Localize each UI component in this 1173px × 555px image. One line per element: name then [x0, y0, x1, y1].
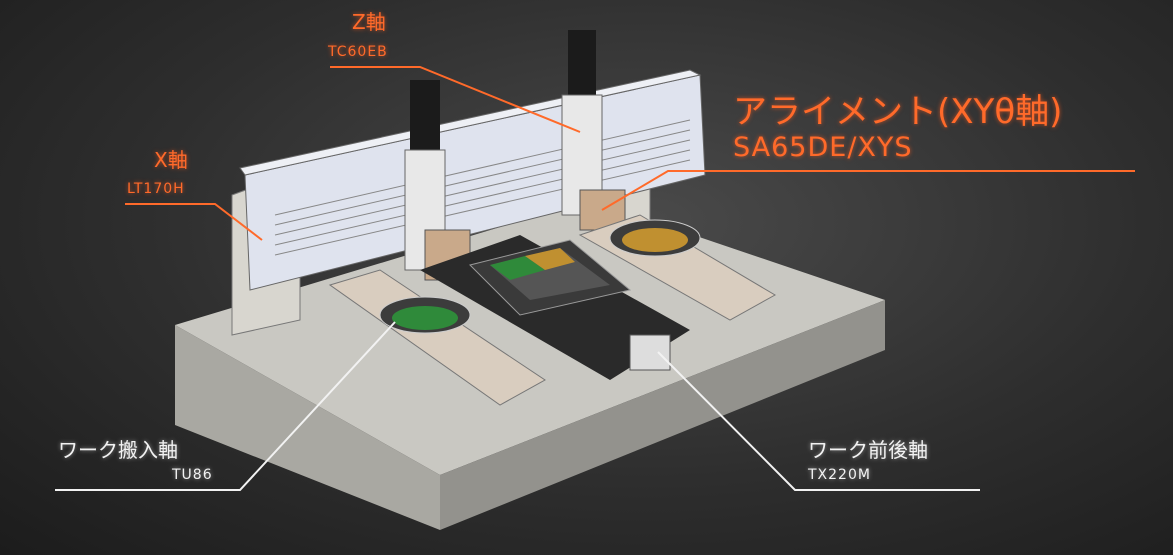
x-axis-title: X軸 — [154, 148, 188, 172]
leader-z-axis — [330, 66, 581, 133]
work-in-title: ワーク搬入軸 — [58, 438, 178, 462]
work-fb-title: ワーク前後軸 — [808, 438, 928, 462]
z-axis-title: Z軸 — [352, 10, 386, 34]
leader-work-fb — [657, 351, 980, 491]
leader-x-axis — [125, 203, 263, 241]
alignment-title: アライメント(XYθ軸) — [733, 92, 1063, 132]
work-in-model: TU86 — [172, 467, 213, 483]
work-fb-model: TX220M — [808, 467, 871, 483]
work-front-back-stage — [420, 235, 690, 380]
work-in-stage — [328, 269, 546, 406]
z-axis-model: TC60EB — [328, 44, 388, 60]
leader-alignment — [601, 170, 1135, 211]
alignment-stage — [578, 214, 777, 321]
leader-work-in — [55, 321, 396, 491]
alignment-model: SA65DE/XYS — [733, 132, 913, 163]
x-axis-model: LT170H — [127, 181, 185, 197]
